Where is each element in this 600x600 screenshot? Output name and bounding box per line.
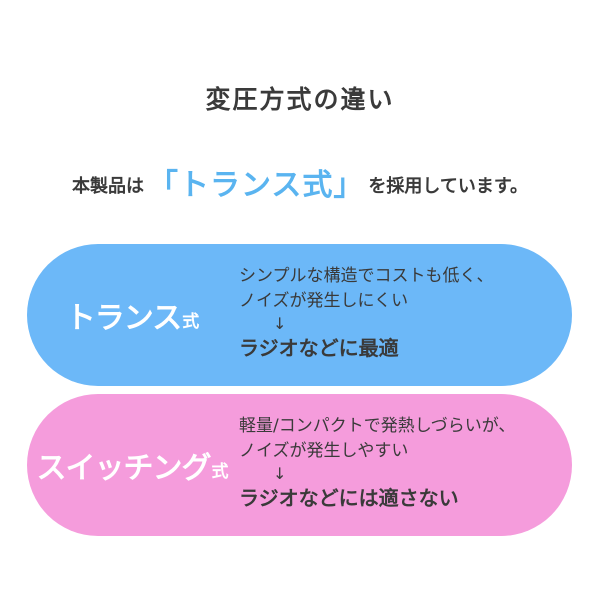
transformer-desc-line-1: シンプルな構造でコストも低く、	[239, 266, 494, 286]
transformer-type-label-suffix: 式	[182, 311, 199, 332]
transformer-type-label-main: トランス	[65, 301, 182, 336]
subtitle-suffix: を採用しています。	[368, 176, 529, 197]
transformer-result: ラジオなどに最適	[239, 336, 399, 360]
switching-type-pill: スイッチング式 軽量/コンパクトで発熱しづらいが、 ノイズが発生しやすい ↓ ラ…	[27, 394, 572, 536]
switching-result: ラジオなどには適さない	[239, 486, 459, 510]
transformer-type-description: シンプルな構造でコストも低く、 ノイズが発生しにくい ↓ ラジオなどに最適	[239, 264, 559, 362]
down-arrow-icon: ↓	[273, 464, 287, 483]
switching-type-label: スイッチング式	[27, 394, 237, 536]
switching-desc-line-2: ノイズが発生しやすい	[239, 441, 409, 461]
transformer-desc-line-2: ノイズが発生しにくい	[239, 291, 409, 311]
transformer-type-pill: トランス式 シンプルな構造でコストも低く、 ノイズが発生しにくい ↓ ラジオなど…	[27, 244, 572, 386]
subtitle-prefix: 本製品は	[71, 176, 144, 197]
page-title: 変圧方式の違い	[205, 85, 395, 114]
switching-type-label-suffix: 式	[211, 461, 229, 482]
transformer-type-label: トランス式	[27, 244, 237, 386]
subtitle-highlight: 「トランス式」	[147, 168, 365, 203]
down-arrow-icon: ↓	[273, 314, 287, 333]
switching-type-label-main: スイッチング	[36, 451, 212, 486]
subtitle: 本製品は「トランス式」を採用しています。	[0, 160, 600, 204]
switching-desc-line-1: 軽量/コンパクトで発熱しづらいが、	[239, 416, 516, 436]
switching-type-description: 軽量/コンパクトで発熱しづらいが、 ノイズが発生しやすい ↓ ラジオなどには適さ…	[239, 414, 559, 512]
